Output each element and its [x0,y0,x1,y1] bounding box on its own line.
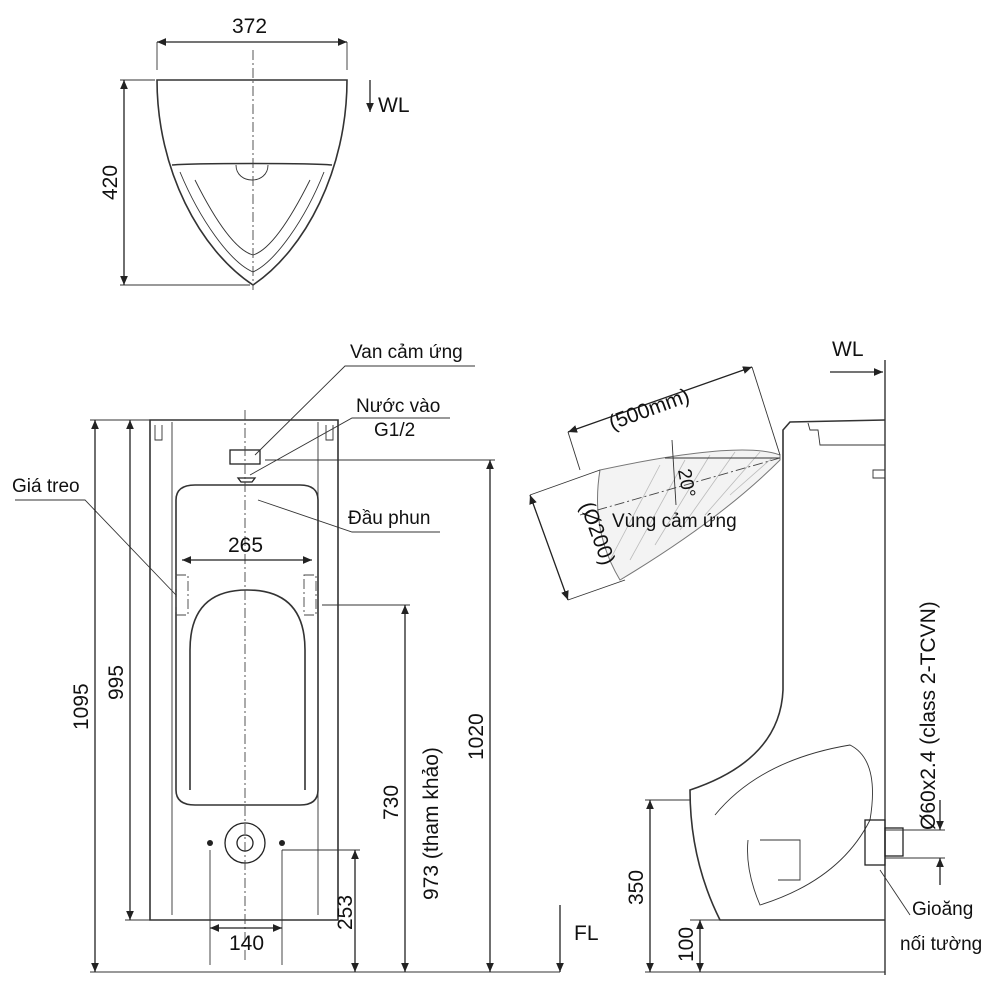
dim-inner-width-265: 265 [228,534,263,557]
gasket-label-line2: nối tường [900,934,982,955]
side-view: WL Ø60x2.4 (class 2-TCVN) [529,338,982,975]
hanger-right [303,574,317,616]
dim-inlet-height-1020: 1020 [465,713,488,760]
dim-height-350: 350 [625,870,648,905]
wall-outlet [864,819,886,866]
pipe-spec-label: Ø60x2.4 (class 2-TCVN) [917,601,940,830]
label-hanger: Giá treo [12,476,80,497]
hanger-left [175,574,189,616]
dim-width-372: 372 [232,15,267,38]
fl-label: FL [574,922,599,945]
label-water-inlet: Nước vào [356,396,440,417]
dim-ref-height-973: 973 (tham khảo) [420,747,443,900]
top-view: 372 420 WL [99,15,410,290]
wl-label-side: WL [832,338,864,361]
dim-height-730: 730 [380,785,403,820]
sensing-zone [529,366,781,601]
sensor-zone-label: Vùng cảm ứng [612,511,737,532]
label-spray-head: Đầu phun [348,508,430,529]
dim-depth-420: 420 [99,165,122,200]
sensor-range-label: (500mm) [606,384,693,434]
label-sensor-valve: Van cảm ứng [350,342,463,363]
sensor-angle-label: 20° [673,467,699,499]
front-view: Van cảm ứng Nước vào G1/2 Đầu phun Giá t… [12,342,599,973]
dim-height-100: 100 [675,927,698,962]
front-bowl-arch [189,589,306,790]
front-body-outline [149,419,339,921]
wl-label-top: WL [378,94,410,117]
label-inlet-size: G1/2 [374,420,415,441]
dim-outlet-width-140: 140 [229,932,264,955]
dim-body-height-995: 995 [105,665,128,700]
front-bowl-opening [175,484,319,806]
side-body-outline [689,419,886,921]
gasket-label-line1: Gioăng [912,899,973,920]
dim-outlet-height-253: 253 [334,895,357,930]
dim-total-height-1095: 1095 [70,683,93,730]
